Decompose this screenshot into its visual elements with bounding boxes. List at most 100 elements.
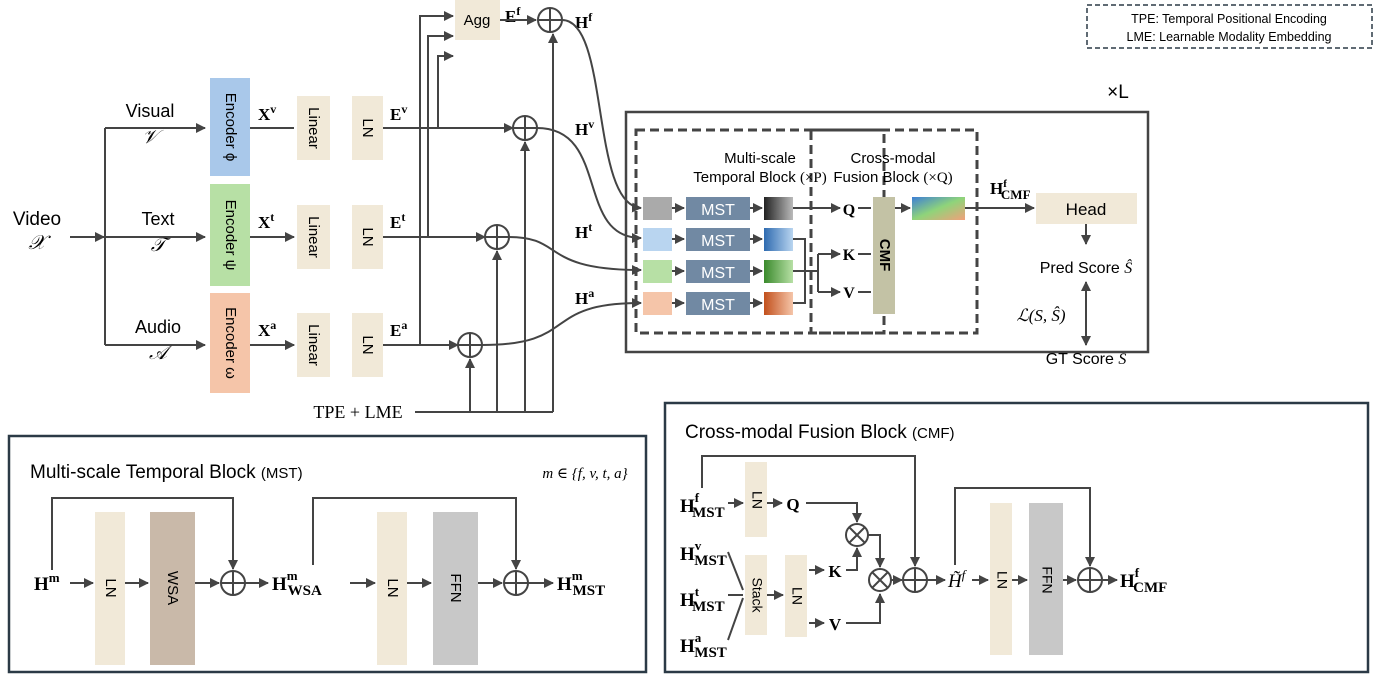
cmf-ln-q — [745, 462, 767, 537]
svg-text:FFN: FFN — [1039, 566, 1055, 593]
modality-set: m ∈ {f, v, t, a} — [542, 466, 627, 482]
legend-tpe: TPE: Temporal Positional Encoding — [1131, 12, 1327, 26]
linear-text: Linear — [297, 205, 330, 269]
svg-text:LN: LN — [384, 578, 401, 597]
encoder-text: Encoder ψ — [210, 184, 250, 286]
mst-panel: Multi-scale Temporal Block (MST) m ∈ {f,… — [7, 434, 648, 674]
svg-text:Encoder ω: Encoder ω — [222, 307, 239, 379]
video-label: Video — [13, 209, 61, 230]
cmf-v-label: V — [829, 615, 842, 634]
svg-text:Linear: Linear — [305, 107, 322, 149]
svg-text:LN: LN — [749, 491, 765, 509]
agg-box: Agg — [455, 0, 500, 40]
ef-label: Ef — [505, 4, 521, 26]
plus-icon — [537, 7, 563, 33]
ln-audio: LN — [352, 313, 383, 377]
svg-text:LN: LN — [789, 587, 805, 605]
v-label: V — [843, 285, 855, 302]
mst-stack-frame — [634, 128, 886, 335]
cmf-k-label: K — [828, 562, 842, 581]
mst-row-audio: MST — [643, 292, 793, 315]
linear-audio: Linear — [297, 313, 330, 377]
plus-icon — [484, 224, 510, 250]
mst-row-text: MST — [643, 260, 793, 283]
cmf-stack-title2: Fusion Block (×Q) — [833, 169, 952, 186]
mst-stack-title1: Multi-scale — [724, 150, 796, 167]
hm-label: Hm — [34, 570, 60, 595]
plus-icon — [220, 570, 246, 596]
svg-text:LN: LN — [994, 571, 1010, 589]
audio-symbol: 𝒜 — [149, 343, 173, 364]
e-labels: Ev Et Ea — [390, 102, 407, 340]
et-label: Et — [390, 210, 405, 232]
plus-icon — [512, 115, 538, 141]
svg-text:Linear: Linear — [305, 216, 322, 258]
cmf-stack-title1: Cross-modal — [850, 150, 935, 167]
svg-text:Agg: Agg — [464, 12, 491, 29]
text-symbol: 𝒯 — [151, 235, 171, 256]
xt-label: Xt — [258, 210, 274, 232]
cmf-stack-frame — [809, 128, 979, 335]
mst-panel-title: Multi-scale Temporal Block (MST) — [30, 462, 303, 483]
mst-ln-2 — [377, 512, 407, 665]
cmf-box: CMF — [873, 197, 895, 314]
plus-icon — [1077, 567, 1103, 593]
ffn-box — [433, 512, 478, 665]
encoder-audio: Encoder ω — [210, 293, 250, 393]
video-symbol: 𝒳 — [28, 232, 51, 254]
svg-text:CMF: CMF — [876, 239, 893, 272]
hf-label: Hf — [575, 10, 593, 32]
svg-text:MST: MST — [701, 202, 735, 219]
svg-text:Encoder ϕ: Encoder ϕ — [222, 93, 239, 161]
tpe-lme-label: TPE + LME — [313, 402, 402, 422]
multiply-icon — [845, 523, 869, 547]
wsa-box — [150, 512, 195, 665]
mst-row-visual: MST — [643, 228, 793, 251]
xa-label: Xa — [258, 318, 276, 340]
ht-label: Ht — [575, 220, 592, 242]
loss-label: ℒ(S, Ŝ) — [1016, 306, 1065, 325]
pred-score-label: Pred Score Ŝ — [1040, 258, 1132, 277]
svg-text:Linear: Linear — [305, 324, 322, 366]
encoder-visual: Encoder ϕ — [210, 78, 250, 176]
fused-output-feature — [912, 197, 965, 220]
repeat-l-label: ×L — [1107, 82, 1129, 103]
text-label: Text — [141, 209, 174, 229]
legend: TPE: Temporal Positional Encoding LME: L… — [1086, 4, 1373, 49]
legend-lme: LME: Learnable Modality Embedding — [1127, 30, 1332, 44]
svg-text:MST: MST — [701, 297, 735, 314]
linear-visual: Linear — [297, 96, 330, 160]
svg-text:Head: Head — [1066, 200, 1107, 219]
svg-text:MST: MST — [701, 265, 735, 282]
multiply-icon — [868, 568, 892, 592]
ln-visual: LN — [352, 96, 383, 160]
svg-text:MST: MST — [701, 233, 735, 250]
svg-text:LN: LN — [359, 227, 376, 246]
audio-label: Audio — [135, 317, 181, 337]
svg-text:Stack: Stack — [749, 577, 765, 613]
cmf-ln-ffn — [990, 503, 1012, 655]
plus-icon — [902, 567, 928, 593]
mst-stack-title2: Temporal Block (×P) — [693, 169, 827, 186]
svg-text:FFN: FFN — [447, 573, 464, 602]
svg-text:LN: LN — [102, 578, 119, 597]
visual-label: Visual — [126, 101, 175, 121]
stack-box — [745, 555, 767, 635]
xv-label: Xv — [258, 102, 276, 124]
mst-row-fused: MST — [643, 197, 793, 220]
svg-text:LN: LN — [359, 118, 376, 137]
h-tilde-label: H̃f — [947, 567, 968, 592]
mst-ln-1 — [95, 512, 125, 665]
ha-label: Ha — [575, 286, 594, 308]
h-labels: Hf Hv Ht Ha — [575, 10, 594, 308]
cmf-ffn-box — [1029, 503, 1063, 655]
ev-label: Ev — [390, 102, 407, 124]
svg-text:WSA: WSA — [164, 571, 181, 605]
